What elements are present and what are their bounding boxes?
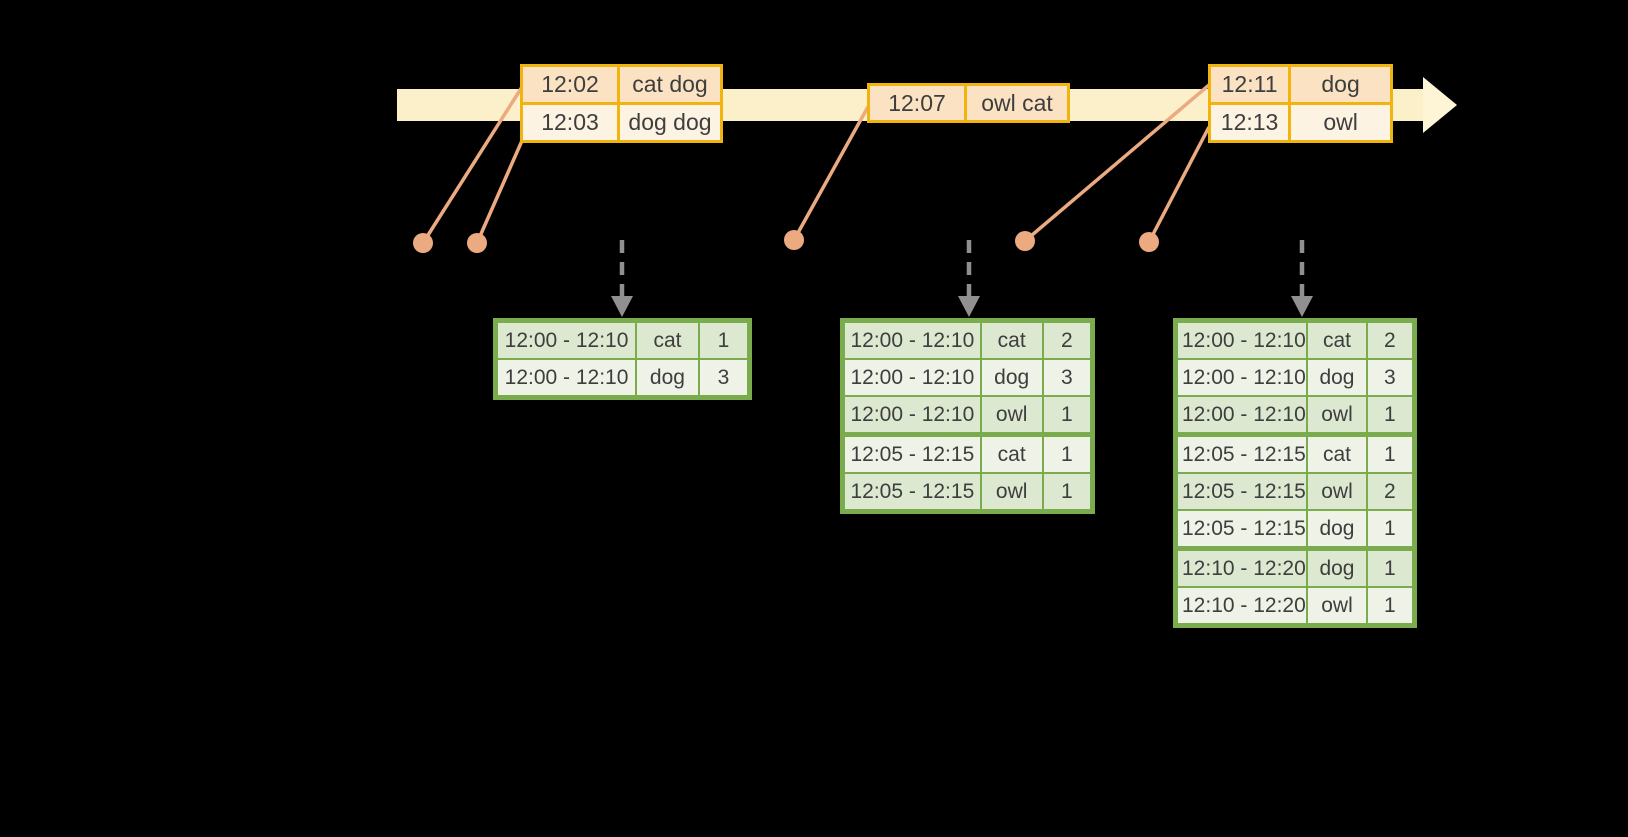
table-row: 12:10 - 12:20 owl 1 bbox=[1174, 586, 1416, 627]
event-line-3 bbox=[792, 104, 871, 241]
table-row: 12:05 - 12:15 cat 1 bbox=[1174, 432, 1416, 474]
result-window-cell: 12:00 - 12:10 bbox=[841, 358, 982, 397]
table-row: 12:00 - 12:10 cat 2 bbox=[841, 319, 1094, 360]
table-row: 12:02 cat dog bbox=[520, 64, 723, 105]
result-count-cell: 2 bbox=[1365, 319, 1416, 360]
result-count-cell: 2 bbox=[1365, 472, 1416, 511]
trigger-arrowhead-icon-3 bbox=[1291, 296, 1313, 317]
table-row: 12:11 dog bbox=[1207, 64, 1393, 105]
table-row: 12:00 - 12:10 owl 1 bbox=[1174, 395, 1416, 436]
result-count-cell: 1 bbox=[1365, 546, 1416, 588]
result-word-cell: dog bbox=[979, 358, 1044, 397]
table-row: 12:00 - 12:10 cat 2 bbox=[1174, 319, 1416, 360]
trigger-arrowhead-icon-2 bbox=[958, 296, 980, 317]
table-row: 12:05 - 12:15 owl 1 bbox=[841, 472, 1094, 513]
result-window-cell: 12:00 - 12:10 bbox=[494, 358, 638, 399]
result-window-cell: 12:05 - 12:15 bbox=[1174, 509, 1309, 550]
result-word-cell: cat bbox=[1306, 432, 1368, 474]
result-count-cell: 1 bbox=[1365, 509, 1416, 550]
result-word-cell: dog bbox=[635, 358, 700, 399]
result-count-cell: 3 bbox=[1041, 358, 1094, 397]
result-word-cell: cat bbox=[979, 319, 1044, 360]
result-window-cell: 12:05 - 12:15 bbox=[1174, 472, 1309, 511]
result-window-cell: 12:05 - 12:15 bbox=[841, 432, 982, 474]
result-word-cell: dog bbox=[1306, 546, 1368, 588]
result-window-cell: 12:05 - 12:15 bbox=[841, 472, 982, 513]
event-time-cell: 12:02 bbox=[520, 64, 620, 105]
table-row: 12:00 - 12:10 dog 3 bbox=[1174, 358, 1416, 397]
event-words-cell: dog bbox=[1288, 64, 1393, 105]
event-words-cell: cat dog bbox=[617, 64, 723, 105]
result-count-cell: 1 bbox=[1365, 395, 1416, 436]
result-table-3: 12:00 - 12:10 cat 2 12:00 - 12:10 dog 3 … bbox=[1173, 318, 1417, 628]
event-words-cell: dog dog bbox=[617, 102, 723, 143]
result-word-cell: cat bbox=[1306, 319, 1368, 360]
result-word-cell: owl bbox=[1306, 395, 1368, 436]
event-time-cell: 12:07 bbox=[867, 83, 967, 123]
trigger-arrowhead-icon-1 bbox=[611, 296, 633, 317]
result-count-cell: 3 bbox=[1365, 358, 1416, 397]
table-row: 12:00 - 12:10 dog 3 bbox=[494, 358, 751, 399]
result-window-cell: 12:00 - 12:10 bbox=[494, 319, 638, 360]
result-word-cell: cat bbox=[635, 319, 700, 360]
event-marker-dots bbox=[413, 230, 1159, 253]
result-word-cell: owl bbox=[1306, 586, 1368, 627]
event-dot-5 bbox=[1139, 232, 1159, 252]
table-row: 12:07 owl cat bbox=[867, 83, 1070, 123]
result-count-cell: 3 bbox=[697, 358, 751, 399]
result-window-cell: 12:10 - 12:20 bbox=[1174, 586, 1309, 627]
result-count-cell: 1 bbox=[1041, 432, 1094, 474]
event-dot-3 bbox=[784, 230, 804, 250]
event-line-2 bbox=[475, 126, 530, 244]
result-word-cell: owl bbox=[1306, 472, 1368, 511]
result-window-cell: 12:00 - 12:10 bbox=[841, 319, 982, 360]
event-time-cell: 12:11 bbox=[1207, 64, 1292, 105]
result-word-cell: dog bbox=[1306, 358, 1368, 397]
result-word-cell: dog bbox=[1306, 509, 1368, 550]
result-count-cell: 1 bbox=[1041, 472, 1094, 513]
event-time-cell: 12:03 bbox=[520, 102, 620, 143]
result-window-cell: 12:05 - 12:15 bbox=[1174, 432, 1309, 474]
result-count-cell: 1 bbox=[697, 319, 751, 360]
result-word-cell: owl bbox=[979, 395, 1044, 436]
result-window-cell: 12:00 - 12:10 bbox=[1174, 319, 1309, 360]
event-line-5 bbox=[1147, 126, 1211, 243]
table-row: 12:00 - 12:10 owl 1 bbox=[841, 395, 1094, 436]
result-window-cell: 12:00 - 12:10 bbox=[1174, 395, 1309, 436]
event-dot-2 bbox=[467, 233, 487, 253]
result-table-2: 12:00 - 12:10 cat 2 12:00 - 12:10 dog 3 … bbox=[840, 318, 1095, 514]
timeline-arrowhead-icon bbox=[1423, 77, 1457, 133]
table-row: 12:05 - 12:15 dog 1 bbox=[1174, 509, 1416, 550]
event-words-cell: owl bbox=[1288, 102, 1393, 143]
result-word-cell: cat bbox=[979, 432, 1044, 474]
event-words-cell: owl cat bbox=[964, 83, 1070, 123]
result-table-1: 12:00 - 12:10 cat 1 12:00 - 12:10 dog 3 bbox=[493, 318, 752, 400]
event-table-3: 12:11 dog 12:13 owl bbox=[1207, 64, 1393, 143]
event-table-2: 12:07 owl cat bbox=[867, 83, 1070, 123]
result-count-cell: 1 bbox=[1041, 395, 1094, 436]
result-window-cell: 12:10 - 12:20 bbox=[1174, 546, 1309, 588]
table-row: 12:05 - 12:15 cat 1 bbox=[841, 432, 1094, 474]
trigger-arrowheads bbox=[611, 296, 1313, 317]
event-time-cell: 12:13 bbox=[1207, 102, 1292, 143]
event-dot-4 bbox=[1015, 231, 1035, 251]
event-table-1: 12:02 cat dog 12:03 dog dog bbox=[520, 64, 723, 143]
result-count-cell: 1 bbox=[1365, 432, 1416, 474]
result-count-cell: 2 bbox=[1041, 319, 1094, 360]
table-row: 12:00 - 12:10 cat 1 bbox=[494, 319, 751, 360]
table-row: 12:05 - 12:15 owl 2 bbox=[1174, 472, 1416, 511]
result-window-cell: 12:00 - 12:10 bbox=[1174, 358, 1309, 397]
trigger-arrow-lines bbox=[619, 240, 1305, 297]
result-word-cell: owl bbox=[979, 472, 1044, 513]
table-row: 12:10 - 12:20 dog 1 bbox=[1174, 546, 1416, 588]
result-window-cell: 12:00 - 12:10 bbox=[841, 395, 982, 436]
event-dot-1 bbox=[413, 233, 433, 253]
table-row: 12:03 dog dog bbox=[520, 102, 723, 143]
result-count-cell: 1 bbox=[1365, 586, 1416, 627]
table-row: 12:13 owl bbox=[1207, 102, 1393, 143]
table-row: 12:00 - 12:10 dog 3 bbox=[841, 358, 1094, 397]
